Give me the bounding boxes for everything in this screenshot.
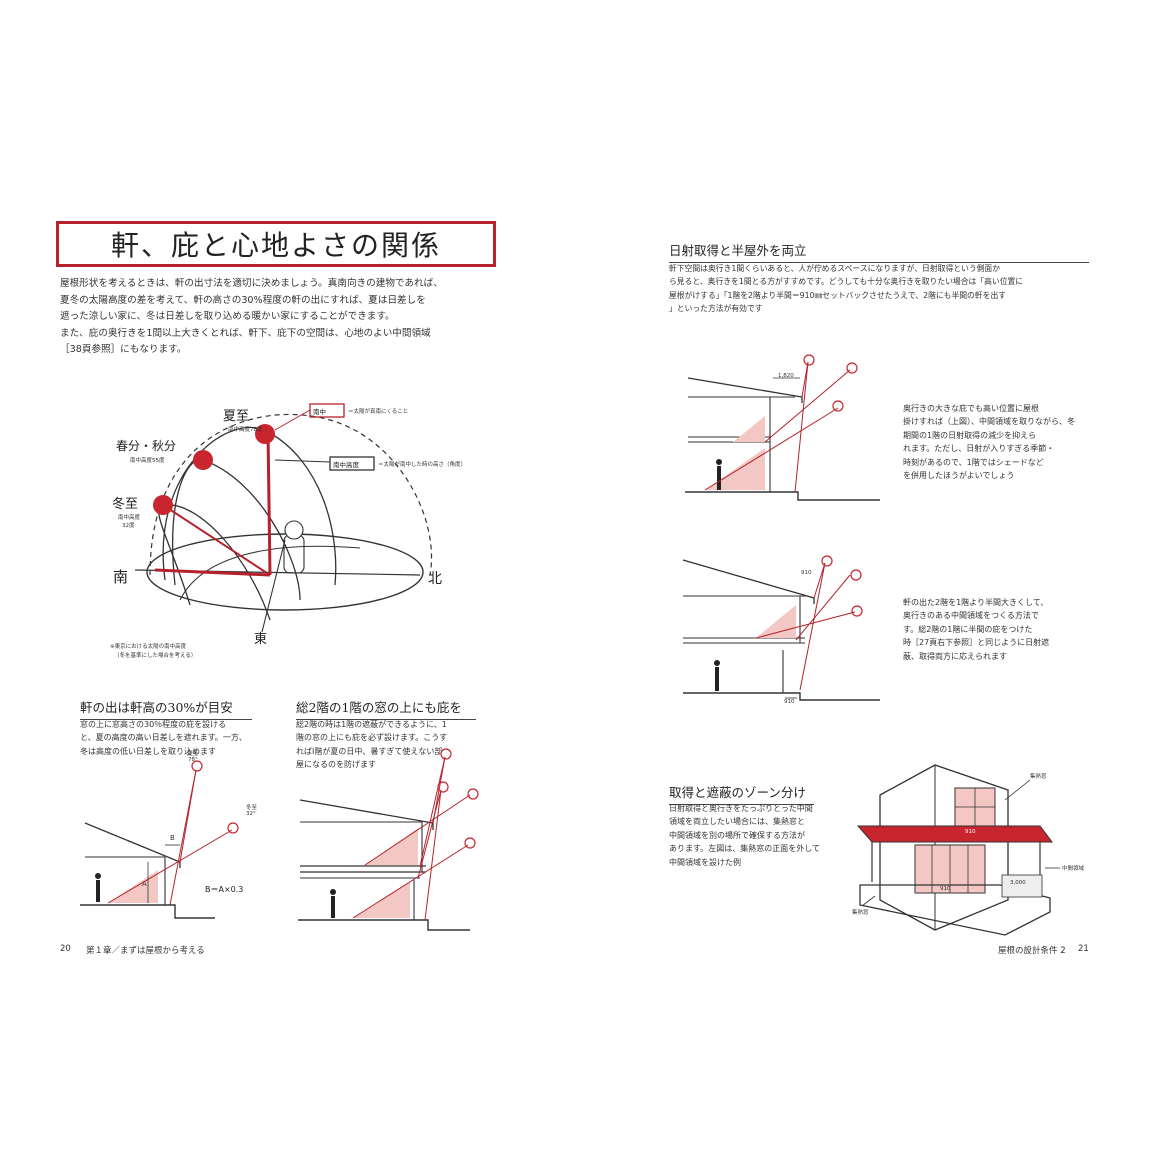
chapter-footer: 第１章／まずは屋根から考える: [86, 946, 205, 956]
zoning-text-line: 中間領域を設けた例: [669, 857, 741, 867]
intro-line: 夏冬の太陽高度の差を考えて、軒の高さの30%程度の軒の出にすれば、夏は日差しを: [60, 294, 426, 306]
dimension-roof-910: 910: [965, 829, 976, 835]
summer-altitude-label: 南中高度78度: [228, 427, 263, 433]
desc2-line: す。総2階の1階に半間の庇をつけた: [903, 624, 1033, 634]
winter-label: 冬至: [112, 497, 139, 512]
desc2-line: 奥行きのある中間領域をつくる方法で: [903, 611, 1039, 621]
page-number-right: 21: [1078, 944, 1089, 954]
nanchu-box: [309, 403, 345, 418]
equinox-altitude-label: 南中高度55度: [130, 458, 165, 464]
south-label: 南: [113, 568, 129, 586]
page-number-left: 20: [60, 944, 71, 954]
winter-label-small: 冬至: [246, 805, 258, 811]
south-line: [154, 568, 271, 577]
desc1-line: 掛けすれば（上図）、中間領域を取りながら、冬: [903, 417, 1075, 427]
dimension-1820: 1,820: [778, 373, 794, 379]
dimension-3000: 3,000: [1010, 880, 1026, 886]
heat-window-label-bottom: 集熱窓: [852, 910, 869, 916]
nanchu-label: 南中: [313, 408, 326, 416]
altitude-desc: ＝太陽が南中した時の高さ（角度）: [378, 462, 467, 468]
right-text-line: ら見ると、奥行きを1間とる方がすすめです。どうしても十分な奥行きを取りたい場合は…: [669, 277, 1024, 287]
zoning-text-line: 中間領域を別の場所で確保する方法が: [669, 830, 805, 840]
dimension-910-top: 910: [801, 570, 812, 576]
summer-sun-small: [191, 760, 203, 772]
sec1-text-line: 窓の上に窓高さの30％程度の庇を設ける: [80, 720, 227, 729]
intermediate-zone-label: 中間領域: [1062, 866, 1085, 872]
desc2-line: 軒の出た2階を1階より半間大きくして、: [903, 598, 1049, 607]
section-heading-solar-gain: 日射取得と半屋外を両立: [669, 240, 1089, 263]
section-heading-eave-ratio: 軒の出は軒高の30%が目安: [80, 697, 252, 720]
summer-sun: [255, 424, 275, 444]
right-text-line: 軒下空間は奥行き1間くらいあると、人が佇めるスペースになりますが、日射取得という…: [669, 264, 1001, 273]
intro-line: ［38頁参照］にもなります。: [60, 344, 187, 355]
winter-degree-label: 32°: [246, 811, 256, 817]
equinox-sun: [193, 450, 213, 470]
dimension-b-label: B: [170, 834, 175, 842]
desc1-line: 期間の1階の日射取得の減少を抑えら: [903, 430, 1037, 440]
page-title: 軒、庇と心地よさの関係: [56, 221, 496, 267]
sec2-text-line: 総2階の時は1階の遮蔽ができるように、1: [296, 720, 447, 729]
desc1-line: 時刻があるので、1階ではシェードなど: [903, 457, 1044, 467]
winter-ray: [162, 504, 271, 576]
ground-ellipse: [146, 533, 424, 611]
nanchu-desc: ＝太陽が真南にくること: [348, 409, 409, 415]
zoning-text-line: 日射取得と奥行きをたっぷりとった中間: [669, 804, 813, 813]
summer-degree-label: 78°: [188, 757, 198, 763]
light-wedge: [108, 870, 158, 903]
right-text-line: 屋根がけする」「1階を2階より半間＝910㎜セットバックさせたうえで、2階にも半…: [669, 290, 1007, 300]
winter-altitude-value: 32度: [122, 523, 135, 529]
right-text-line: 」といった方法が有効です: [669, 304, 763, 314]
sec1-text-line: 冬は高度の低い日差しを取り込めます: [80, 746, 216, 756]
intro-line: 屋根形状を考えるときは、軒の出寸法を適切に決めましょう。真南向きの建物であれば、: [60, 278, 443, 289]
equinox-label: 春分・秋分: [116, 439, 177, 453]
cat-head: [284, 520, 304, 540]
winter-sun-small: [227, 822, 239, 834]
north-label: 北: [428, 571, 442, 587]
section-footer: 屋根の設計条件 2: [998, 946, 1066, 956]
sec2-text-line: ればⅠ階が夏の日中、暑すぎて使えない部: [296, 746, 443, 756]
winter-sun: [153, 495, 173, 515]
intro-text: 屋根形状を考えるときは、軒の出寸法を適切に決めましょう。真南向きの建物であれば、…: [60, 276, 500, 359]
dimension-a-label: A: [142, 880, 147, 888]
winter-altitude-label: 南中高度: [118, 515, 141, 521]
zenith-line: [266, 431, 272, 576]
section-heading-zoning: 取得と遮蔽のゾーン分け: [669, 782, 814, 805]
desc1-line: れます。ただし、日射が入りすぎる季節・: [903, 444, 1055, 454]
altitude-box: [329, 456, 375, 471]
dimension-floor-910: 910: [940, 886, 951, 892]
dome-outline: [149, 413, 432, 576]
east-axis: [261, 539, 286, 633]
diagram-note: （冬を基準にした場合を考える）: [114, 653, 197, 659]
sec2-text-line: 階の窓の上にも庇を必ず設けます。こうす: [296, 733, 448, 743]
person-figure: [96, 880, 100, 902]
desc2-line: 時［27頁右下参照］と同じように日射遮: [903, 638, 1050, 648]
summer-label: 夏至: [223, 409, 250, 424]
east-label: 東: [254, 632, 268, 647]
heat-window-label-top: 集熱窓: [1030, 774, 1047, 780]
sec1-text-line: と、夏の高度の高い日差しを遮れます。一方、: [80, 733, 247, 743]
intro-line: 遮った涼しい家に、冬は日差しを取り込める暖かい家にすることができます。: [60, 311, 395, 322]
zoning-text-line: あります。左図は、集熱窓の正面を外して: [669, 844, 820, 854]
section-heading-second-floor: 総2階の1階の窓の上にも庇を: [296, 697, 476, 720]
intro-line: また、庇の奥行きを1間以上大きくとれば、軒下、庇下の空間は、心地のよい中間領域: [60, 327, 431, 339]
altitude-label: 南中高度: [333, 461, 359, 469]
desc1-line: を併用したほうがよいでしょう: [903, 471, 1015, 481]
summer-label-small: 夏至: [187, 751, 199, 757]
formula-text: B＝A×0.3: [205, 885, 244, 894]
dimension-910-bottom: 910: [784, 699, 795, 705]
desc2-line: 蔽、取得両方に応えられます: [903, 651, 1007, 661]
desc1-line: 奥行きの大きな庇でも高い位置に屋根: [903, 404, 1039, 413]
zoning-text-line: 領域を両立したい場合には、集熱窓と: [669, 817, 805, 827]
sec2-text-line: 屋になるのを防げます: [296, 760, 376, 770]
diagram-note: ※東京における太陽の南中高度: [110, 644, 187, 650]
